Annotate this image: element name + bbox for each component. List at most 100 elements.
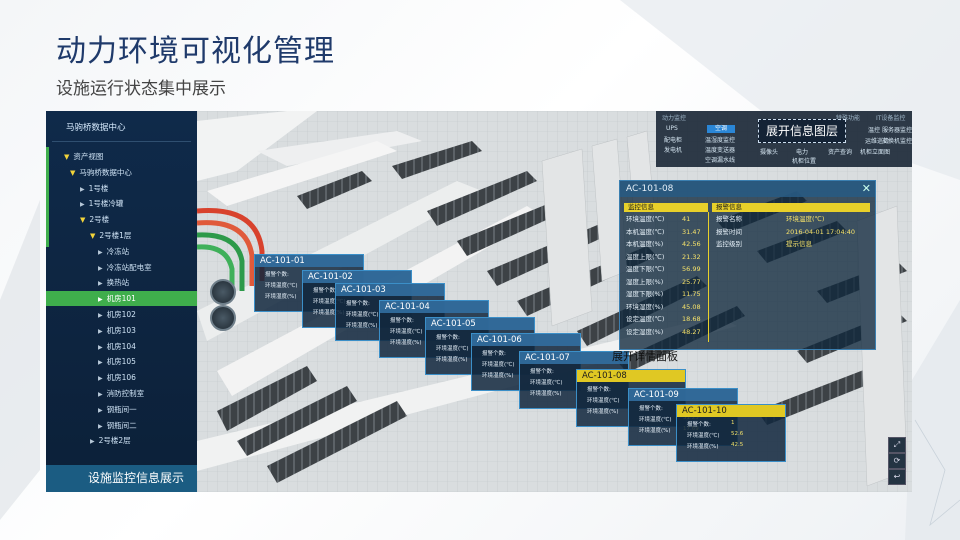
tree-item[interactable]: ▼马驹桥数据中心 xyxy=(46,165,197,180)
collapsed-arrow-icon[interactable]: ▶ xyxy=(98,422,103,430)
refresh-icon[interactable]: ⟳ xyxy=(888,453,906,469)
close-icon[interactable]: ✕ xyxy=(861,182,871,195)
toolbar-ups[interactable]: UPS xyxy=(666,125,678,132)
camera-rotate-control[interactable] xyxy=(210,279,236,305)
toolbar-distribution[interactable]: 配电柜 xyxy=(664,137,683,144)
ac-card-row-label: 环境湿度(%) xyxy=(390,340,422,346)
toolbar-inspection[interactable]: 运维巡检 xyxy=(865,138,890,145)
tree-item[interactable]: ▶钢瓶间一 xyxy=(46,402,197,417)
alarm-row-label: 监控级别 xyxy=(716,240,742,248)
ac-card-row: 报警个数:0 xyxy=(639,404,687,412)
tree-item[interactable]: ▶冷冻站配电室 xyxy=(46,260,197,275)
monitor-row: 温度上限(℃)21.32 xyxy=(626,252,706,262)
monitor-row-value: 31.47 xyxy=(682,227,701,236)
monitor-row-label: 温度上限(℃) xyxy=(626,252,665,261)
tree-item[interactable]: ▶机房105 xyxy=(46,354,197,369)
ac-card-row-label: 环境温度(℃) xyxy=(687,433,720,439)
alarm-row-label: 报警时间 xyxy=(716,227,742,236)
sidebar-title: 马驹桥数据中心 xyxy=(66,123,126,133)
tree-item-label: 机房104 xyxy=(106,341,136,351)
tree-item-label: 马驹桥数据中心 xyxy=(79,167,132,177)
ac-card-row: 环境湿度(%)17.69 xyxy=(639,426,699,434)
toolbar-temp-control[interactable]: 温控 xyxy=(868,127,881,134)
ac-card-row-label: 报警个数: xyxy=(313,288,337,294)
tree-item[interactable]: ▶2号楼2层 xyxy=(46,433,197,448)
ac-card-row-label: 报警个数: xyxy=(436,335,460,341)
toolbar-water-leak[interactable]: 空调漏水线 xyxy=(705,157,736,164)
collapsed-arrow-icon[interactable]: ▶ xyxy=(98,312,103,319)
expanded-arrow-icon[interactable]: ▼ xyxy=(90,232,96,240)
tree-item[interactable]: ▶钢瓶间二 xyxy=(46,418,197,433)
ac-card-title: AC-101-08 xyxy=(577,370,685,382)
tree-item-label: 1号楼冷罐 xyxy=(88,199,124,209)
ac-card-row: 环境温度(℃) xyxy=(530,378,562,386)
collapsed-arrow-icon[interactable]: ▶ xyxy=(98,280,103,288)
collapsed-arrow-icon[interactable]: ▶ xyxy=(98,343,103,351)
ac-card-title: AC-101-07 xyxy=(520,352,628,364)
ac-card-row-label: 环境温度(℃) xyxy=(390,329,423,335)
fullscreen-icon[interactable]: ⤢ xyxy=(888,437,906,453)
expanded-arrow-icon[interactable]: ▼ xyxy=(70,168,76,177)
tree-item[interactable]: ▼2号楼 xyxy=(46,212,197,227)
monitor-row-label: 温度下限(℃) xyxy=(626,265,665,273)
toolbar-cabinet-location[interactable]: 机柜位置 xyxy=(792,158,817,165)
collapsed-arrow-icon[interactable]: ▶ xyxy=(98,248,103,256)
collapsed-arrow-icon[interactable]: ▶ xyxy=(80,185,85,193)
monitor-row: 设定湿度(%)48.27 xyxy=(626,327,706,337)
toolbar-camera[interactable]: 摄像头 xyxy=(760,149,779,156)
tree-item[interactable]: ▶机房103 xyxy=(46,323,197,338)
ac-card-row: 环境温度(℃)51.25 xyxy=(639,415,699,423)
expanded-arrow-icon[interactable]: ▼ xyxy=(80,216,86,225)
tree-item[interactable]: ▶冷冻站 xyxy=(46,244,197,259)
tree-item[interactable]: ▶机房104 xyxy=(46,339,197,354)
expanded-arrow-icon[interactable]: ▼ xyxy=(64,153,70,161)
toolbar-temp-humidity[interactable]: 温湿度监控 xyxy=(705,137,736,144)
ac-card-row: 报警个数: xyxy=(313,286,337,294)
collapsed-arrow-icon[interactable]: ▶ xyxy=(98,391,103,398)
camera-pan-control[interactable] xyxy=(210,305,236,331)
expand-detail-callout: 展开详情面板 xyxy=(612,350,678,363)
back-icon[interactable]: ↩ xyxy=(888,469,906,485)
collapsed-arrow-icon[interactable]: ▶ xyxy=(98,406,103,414)
collapsed-arrow-icon[interactable]: ▶ xyxy=(80,201,85,209)
detail-panel-title: AC-101-08 xyxy=(620,181,875,197)
tree-item[interactable]: ▶机房102 xyxy=(46,307,197,322)
toolbar-server-monitor[interactable]: 服务器监控 xyxy=(882,127,912,134)
toolbar-generator[interactable]: 发电机 xyxy=(664,147,683,154)
collapsed-arrow-icon[interactable]: ▶ xyxy=(90,438,95,446)
toolbar-temp-transmitter[interactable]: 温度变送器 xyxy=(705,147,736,154)
collapsed-arrow-icon[interactable]: ▶ xyxy=(98,359,103,367)
tree-item[interactable]: ▼资产视图 xyxy=(46,149,197,164)
ac-card-row-label: 环境湿度(%) xyxy=(265,294,297,300)
collapsed-arrow-icon[interactable]: ▶ xyxy=(98,296,103,304)
tree-item-label: 钢瓶间一 xyxy=(106,404,137,414)
toolbar-power[interactable]: 电力 xyxy=(796,149,809,156)
tree-item[interactable]: ▶换热站 xyxy=(46,275,197,290)
ac-card-row-label: 环境湿度(%) xyxy=(587,409,619,415)
tree-item-label: 2号楼 xyxy=(89,215,110,225)
toolbar-cabinet-elevation[interactable]: 机柜立面图 xyxy=(860,149,891,156)
ac-card-row: 报警个数: xyxy=(390,316,414,324)
ac-card-row-label: 报警个数: xyxy=(530,369,554,375)
collapsed-arrow-icon[interactable]: ▶ xyxy=(98,327,103,335)
tree-item[interactable]: ▶1号楼冷罐 xyxy=(46,196,197,211)
monitor-row: 设定温度(℃)18.68 xyxy=(626,314,706,324)
ac-card-row-label: 环境湿度(%) xyxy=(346,323,378,329)
ac-card-row: 环境湿度(%) xyxy=(390,338,422,346)
toolbar-asset-query[interactable]: 资产查询 xyxy=(828,149,853,156)
monitor-row-value: 25.77 xyxy=(682,277,701,286)
tree-item[interactable]: ▶消防控制室 xyxy=(46,386,197,401)
monitor-row-label: 本机温度(℃) xyxy=(626,227,665,236)
toolbar-ac-active[interactable]: 空调 xyxy=(707,125,735,133)
asset-tree-sidebar: 马驹桥数据中心 ▼资产视图▼马驹桥数据中心▶1号楼▶1号楼冷罐▼2号楼▼2号楼1… xyxy=(46,111,236,492)
collapsed-arrow-icon[interactable]: ▶ xyxy=(98,375,103,383)
tree-item[interactable]: ▶1号楼 xyxy=(46,181,197,196)
toolbar-switch-monitor[interactable]: 交换机监控 xyxy=(882,138,912,145)
collapsed-arrow-icon[interactable]: ▶ xyxy=(98,264,103,272)
ac-card-title: AC-101-10 xyxy=(677,405,785,417)
tree-item[interactable]: ▶机房106 xyxy=(46,370,197,385)
ac-card-row: 环境湿度(%)42.5 xyxy=(687,442,743,450)
tree-item[interactable]: ▶机房101 xyxy=(46,291,197,307)
tree-item[interactable]: ▼2号楼1层 xyxy=(46,228,197,243)
